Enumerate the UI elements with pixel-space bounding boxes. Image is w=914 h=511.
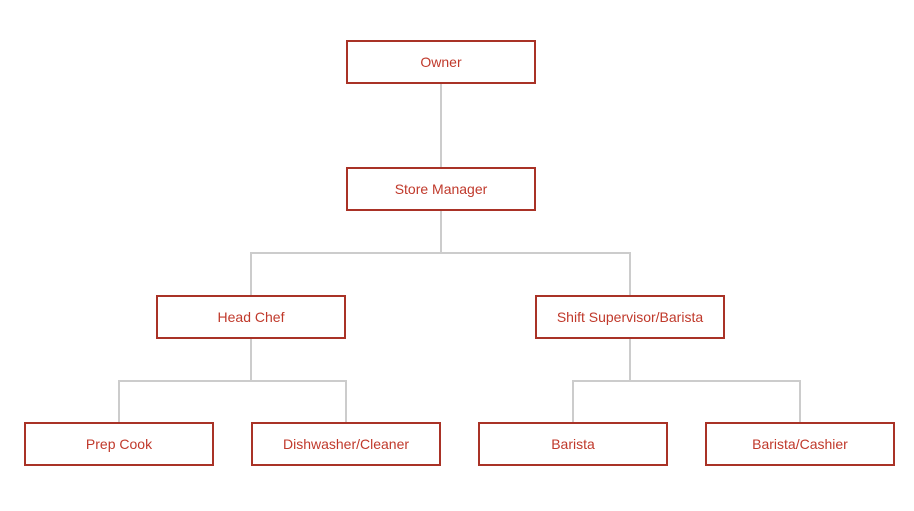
org-node-head-chef[interactable]: Head Chef xyxy=(156,295,346,339)
org-node-label: Shift Supervisor/Barista xyxy=(556,309,704,325)
org-node-label: Prep Cook xyxy=(85,436,153,452)
connector-owner-to-store-manager xyxy=(440,84,442,167)
org-node-label: Owner xyxy=(420,54,462,70)
org-node-label: Head Chef xyxy=(217,309,285,325)
org-node-label: Store Manager xyxy=(394,181,488,197)
connector-rail-shift-supervisor-barista xyxy=(572,380,801,382)
org-node-shift-supervisor-barista[interactable]: Shift Supervisor/Barista xyxy=(535,295,725,339)
org-node-label: Dishwasher/Cleaner xyxy=(282,436,410,452)
connector-rail-store-manager xyxy=(250,252,631,254)
org-node-label: Barista/Cashier xyxy=(752,436,848,452)
org-node-dishwasher-cleaner[interactable]: Dishwasher/Cleaner xyxy=(251,422,441,466)
connector-stem-shift-supervisor-barista xyxy=(629,339,631,381)
connector-stem-head-chef xyxy=(250,339,252,381)
connector-drop-shift-supervisor-barista xyxy=(629,253,631,295)
org-node-store-manager[interactable]: Store Manager xyxy=(346,167,536,211)
org-node-barista[interactable]: Barista xyxy=(478,422,668,466)
org-node-barista-cashier[interactable]: Barista/Cashier xyxy=(705,422,895,466)
org-node-prep-cook[interactable]: Prep Cook xyxy=(24,422,214,466)
org-node-label: Barista xyxy=(551,436,595,452)
connector-rail-head-chef xyxy=(118,380,347,382)
connector-drop-barista xyxy=(572,381,574,422)
connector-drop-head-chef xyxy=(250,253,252,295)
connector-drop-barista-cashier xyxy=(799,381,801,422)
connector-drop-dishwasher-cleaner xyxy=(345,381,347,422)
org-node-owner[interactable]: Owner xyxy=(346,40,536,84)
connector-stem-store-manager xyxy=(440,211,442,253)
connector-drop-prep-cook xyxy=(118,381,120,422)
